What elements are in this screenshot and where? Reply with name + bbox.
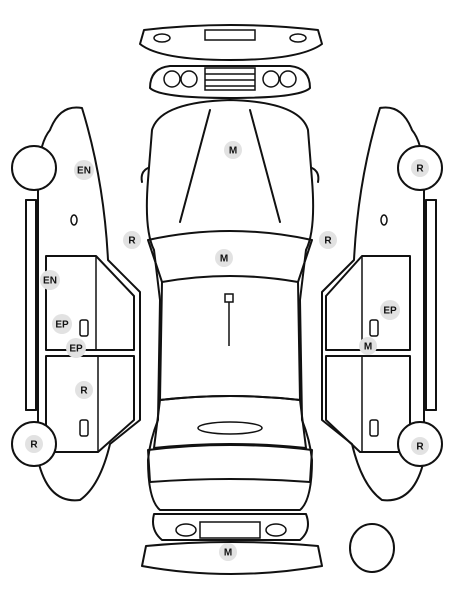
badge-right-door-seam: M (359, 337, 377, 355)
svg-text:R: R (416, 442, 424, 453)
badge-left-fender: EN (74, 160, 94, 180)
car-top-view (140, 99, 320, 511)
badge-left-door-seam: EP (66, 338, 86, 358)
badge-right-mirror: R (319, 231, 337, 249)
front-grille-view (149, 65, 311, 99)
badge-windshield: M (215, 249, 233, 267)
svg-text:M: M (220, 254, 228, 265)
svg-text:EN: EN (43, 276, 57, 287)
badge-left-front-wheel: R (25, 435, 43, 453)
badge-rear-bumper: M (219, 543, 237, 561)
badge-right-rear-wheel: R (411, 437, 429, 455)
svg-text:R: R (30, 440, 38, 451)
svg-text:R: R (416, 164, 424, 175)
svg-text:M: M (364, 342, 372, 353)
rear-bumper-view (141, 513, 323, 575)
svg-text:R: R (324, 236, 332, 247)
front-bumper-view (139, 24, 323, 61)
svg-text:EP: EP (69, 344, 83, 355)
badge-left-rear-door: R (75, 381, 93, 399)
svg-text:M: M (229, 146, 237, 157)
badge-left-front-door: EP (52, 314, 72, 334)
svg-text:EP: EP (383, 306, 397, 317)
svg-text:EN: EN (77, 166, 91, 177)
badge-right-front-door: EP (380, 300, 400, 320)
svg-text:M: M (224, 548, 232, 559)
spare-tire (349, 523, 395, 573)
badge-roof: M (224, 141, 242, 159)
svg-text:EP: EP (55, 320, 69, 331)
badge-right-front-wheel: R (411, 159, 429, 177)
badge-left-door-edge: EN (40, 270, 60, 290)
svg-text:R: R (80, 386, 88, 397)
svg-text:R: R (128, 236, 136, 247)
badge-left-mirror: R (123, 231, 141, 249)
